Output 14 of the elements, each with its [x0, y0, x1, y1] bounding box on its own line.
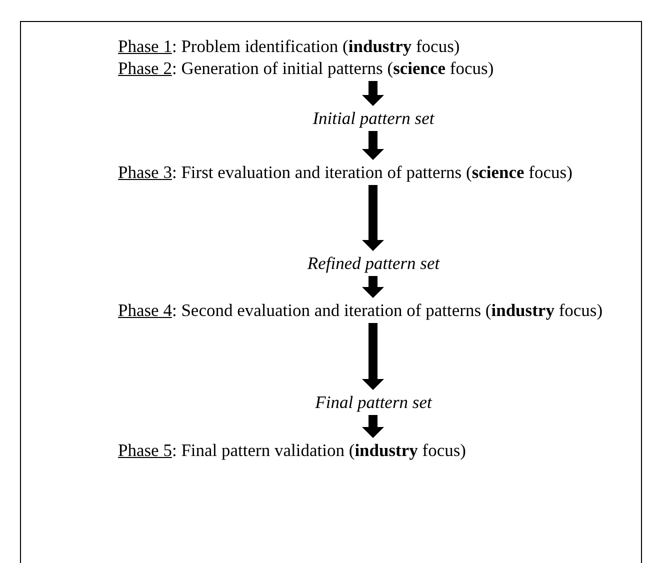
block-arrow [362, 131, 384, 160]
block-arrow [362, 323, 384, 390]
phase-text: Phase 3: First evaluation and iteration of patterns (science focus) [118, 161, 629, 183]
pattern-set-label: Final pattern set [118, 391, 629, 413]
pattern-set-label: Initial pattern set [118, 107, 629, 129]
pattern-set-label: Refined pattern set [118, 252, 629, 274]
phase-text: Phase 4: Second evaluation and iteration of patterns (industry focus) [118, 299, 629, 321]
phase-text: Phase 2: Generation of initial patterns (science focus) [118, 57, 629, 79]
block-arrow [362, 415, 384, 438]
phase-text: Phase 5: Final pattern validation (industry focus) [118, 439, 629, 461]
block-arrow [362, 185, 384, 251]
phase-text: Phase 1: Problem identification (industry focus) [118, 35, 629, 57]
block-arrow [362, 81, 384, 106]
block-arrow [362, 276, 384, 298]
